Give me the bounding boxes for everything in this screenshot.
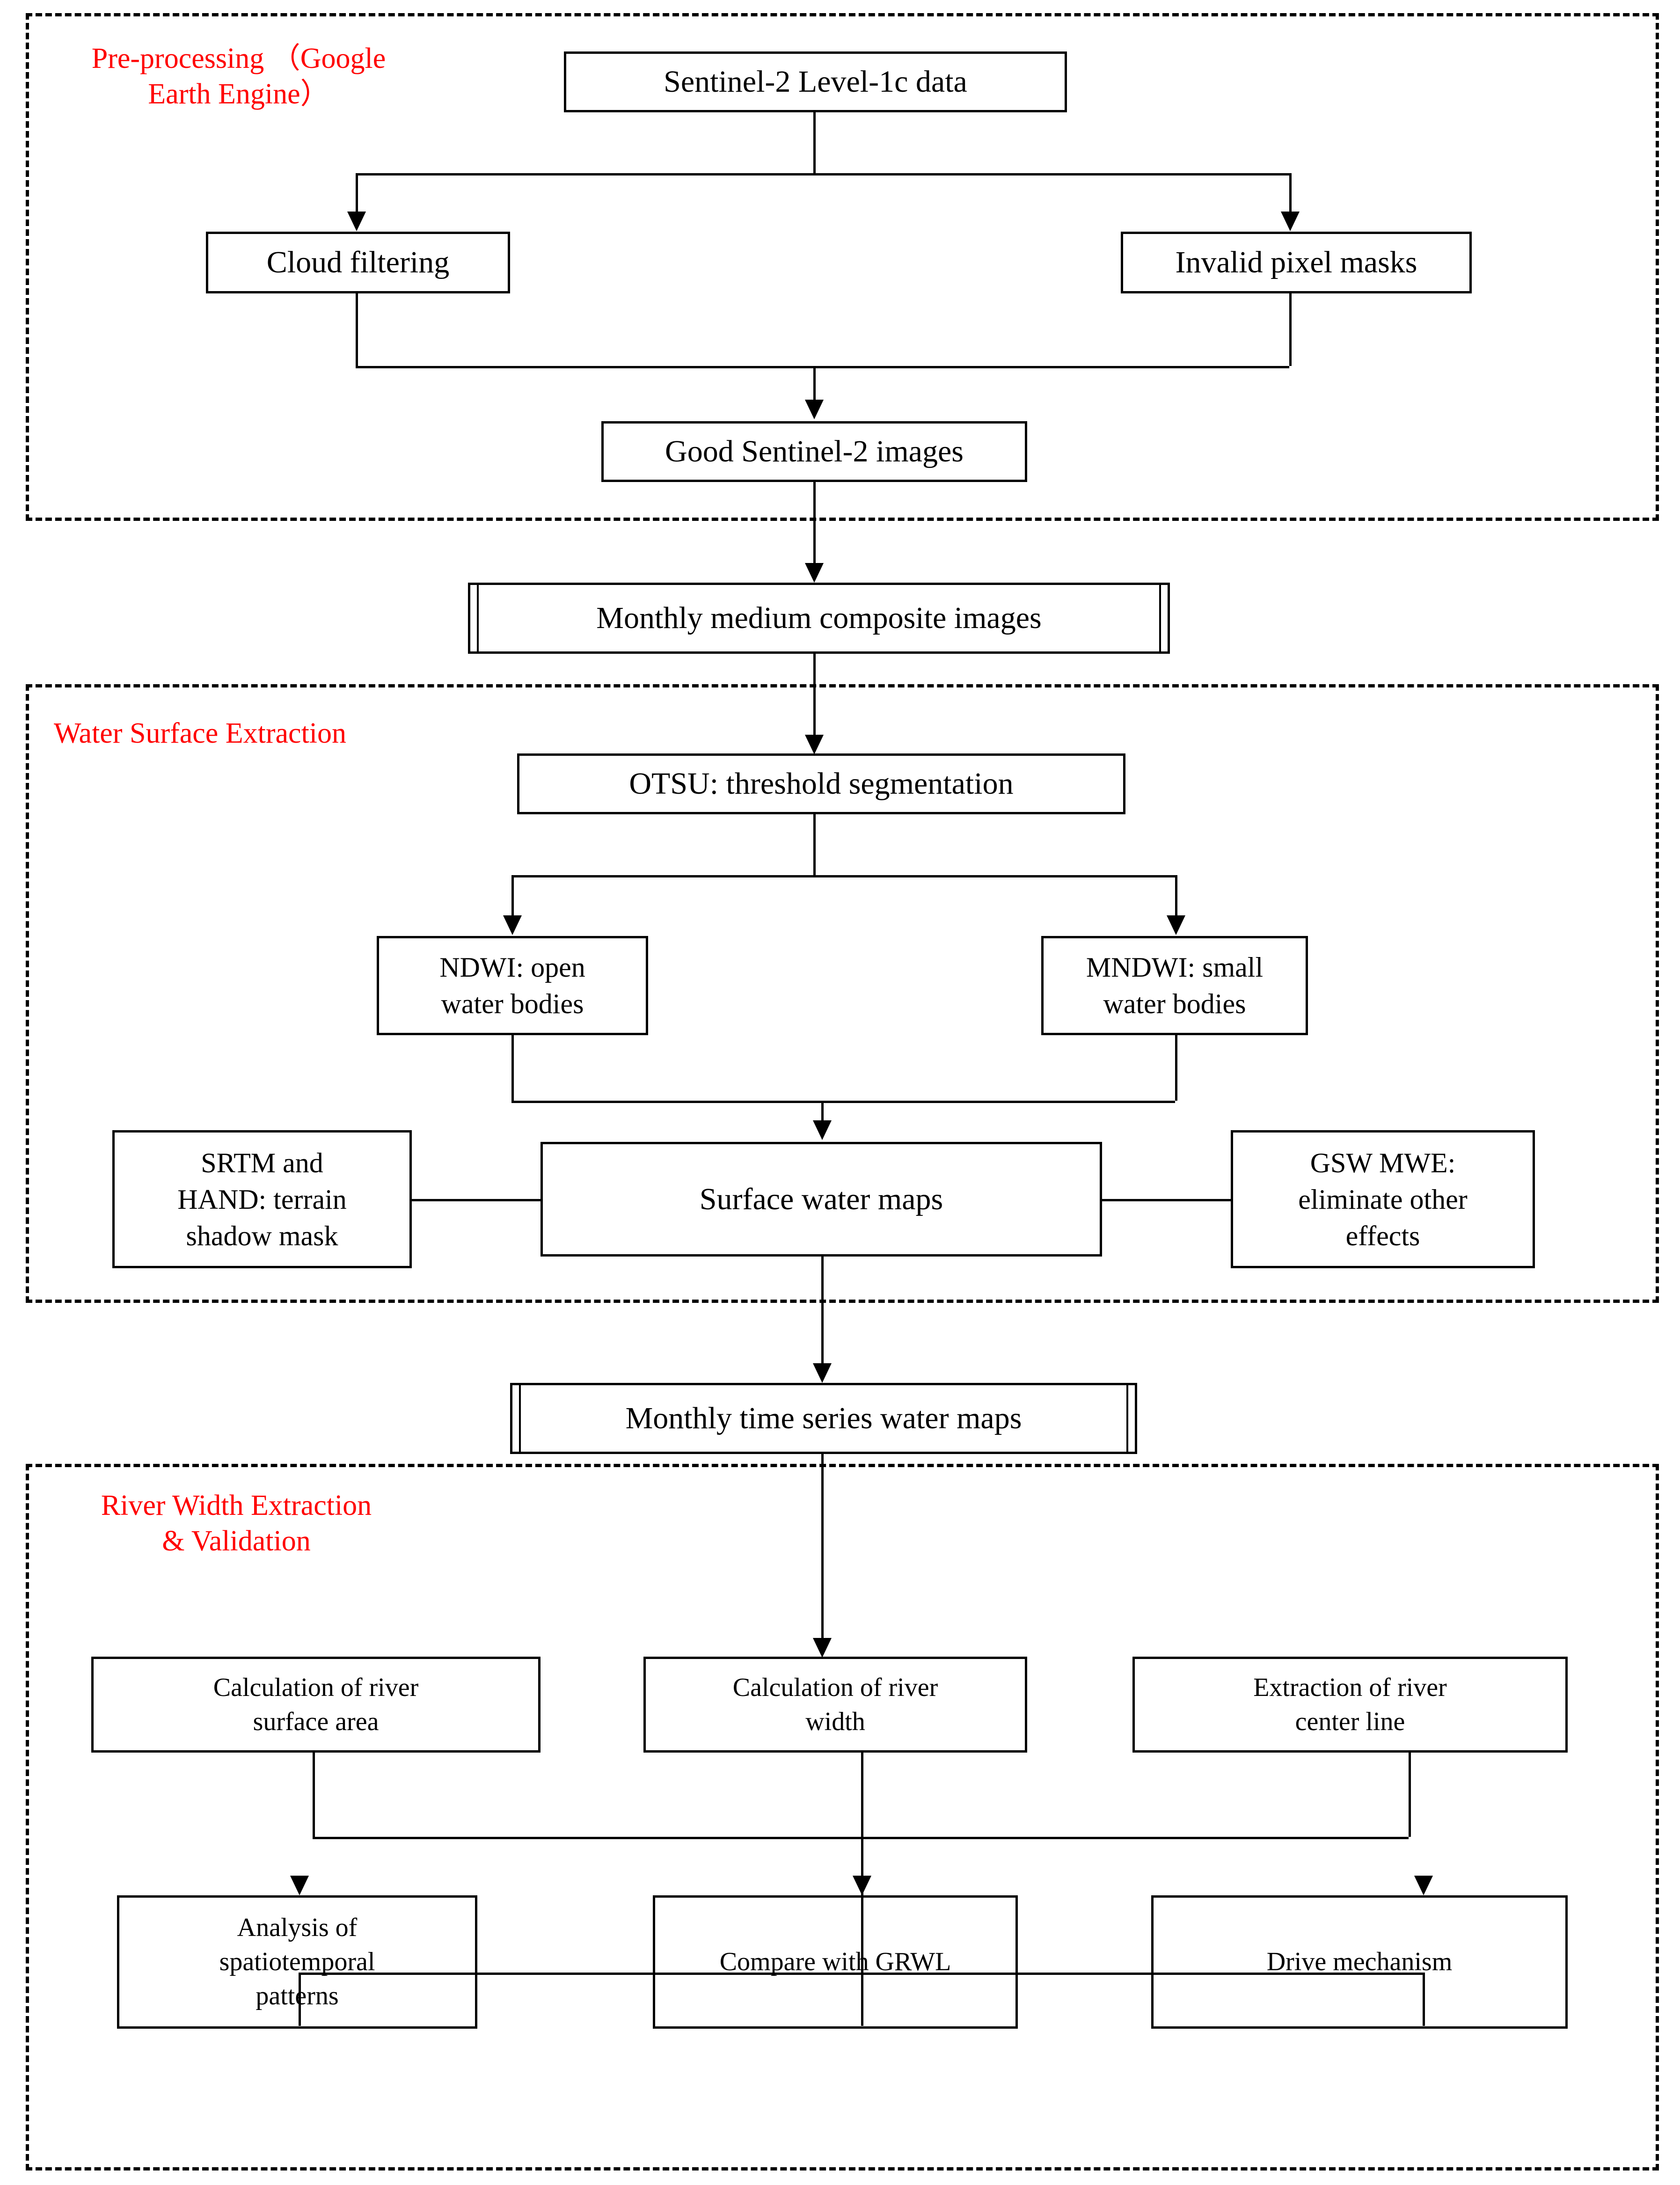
node-calc-surface-area[interactable]: Calculation of river surface area (91, 1657, 541, 1753)
arrow-to-compare-grwl (853, 1876, 871, 1895)
arrow-to-cloud-filtering (347, 212, 366, 231)
arrow-to-monthly-composite (805, 563, 824, 583)
connector-center-line-down (1409, 1753, 1411, 1837)
connector-bus-to-surface-water (821, 1101, 824, 1121)
connector-bus-to-analysis (299, 1973, 301, 2026)
node-extract-center-line[interactable]: Extraction of river center line (1132, 1657, 1568, 1753)
arrow-to-mndwi (1167, 915, 1185, 935)
connector-gsw-to-surface-water (1100, 1199, 1233, 1201)
node-drive-mechanism[interactable]: Drive mechanism (1151, 1895, 1568, 2029)
connector-bus-to-good-images (813, 366, 816, 401)
connector-distribute-bus (299, 1973, 1423, 1975)
node-calc-width[interactable]: Calculation of river width (643, 1657, 1027, 1753)
node-invalid-pixel-masks[interactable]: Invalid pixel masks (1121, 232, 1472, 293)
section-caption-water-surface-extraction: Water Surface Extraction (54, 717, 347, 749)
arrow-to-drive-mechanism (1414, 1876, 1433, 1895)
connector-merge-to-distribute (861, 1837, 863, 1973)
connector-surface-water-down (821, 1257, 824, 1364)
section-caption-river-width-extraction: River Width Extraction & Validation (101, 1490, 372, 1557)
arrow-to-monthly-time-series (813, 1363, 832, 1383)
node-ndwi[interactable]: NDWI: open water bodies (377, 936, 648, 1035)
node-good-images[interactable]: Good Sentinel-2 images (601, 421, 1027, 482)
node-srtm-hand[interactable]: SRTM and HAND: terrain shadow mask (112, 1130, 412, 1268)
section-frame-water-surface-extraction (26, 684, 1659, 1303)
arrow-to-otsu (805, 735, 824, 754)
node-compare-grwl[interactable]: Compare with GRWL (653, 1895, 1018, 2029)
section-caption-pre-processing: Pre-processing （Google Earth Engine） (91, 43, 386, 110)
connector-bus-to-cloud (356, 173, 358, 212)
node-monthly-time-series[interactable]: Monthly time series water maps (510, 1383, 1137, 1454)
connector-sentinel-down (813, 112, 816, 173)
node-monthly-composite[interactable]: Monthly medium composite images (468, 583, 1170, 654)
connector-surface-area-down (313, 1753, 315, 1837)
node-analysis-patterns[interactable]: Analysis of spatiotemporal patterns (117, 1895, 477, 2029)
section-frame-pre-processing (26, 13, 1659, 521)
section-frame-river-width-extraction (26, 1464, 1659, 2170)
connector-bus-to-drive (1423, 1973, 1425, 2026)
arrow-to-good-images (805, 400, 824, 419)
connector-composite-to-otsu (813, 654, 816, 736)
node-mndwi[interactable]: MNDWI: small water bodies (1041, 936, 1308, 1035)
connector-bus-to-invalid (1289, 173, 1292, 212)
connector-time-series-down (821, 1454, 824, 1639)
connector-otsu-split-bus (511, 875, 1175, 877)
connector-water-index-merge-bus (511, 1101, 1175, 1103)
connector-analysis-merge-bus (313, 1837, 1409, 1839)
connector-cloud-down (356, 293, 358, 366)
connector-srtm-to-surface-water (412, 1199, 543, 1201)
node-surface-water-maps[interactable]: Surface water maps (541, 1142, 1102, 1257)
connector-mndwi-down (1175, 1035, 1177, 1101)
arrow-to-invalid-pixel-masks (1281, 212, 1300, 231)
connector-otsu-down (813, 814, 816, 875)
connector-good-to-composite (813, 482, 816, 564)
node-sentinel-data[interactable]: Sentinel-2 Level-1c data (564, 51, 1067, 112)
connector-bus-to-mndwi (1175, 875, 1177, 916)
connector-invalid-down (1289, 293, 1292, 366)
node-otsu[interactable]: OTSU: threshold segmentation (517, 753, 1125, 814)
connector-split-bus-top (356, 173, 1289, 175)
node-gsw-mwe[interactable]: GSW MWE: eliminate other effects (1231, 1130, 1535, 1268)
connector-ndwi-down (511, 1035, 514, 1101)
arrow-to-ndwi (503, 915, 522, 935)
arrow-to-calc-width (813, 1638, 832, 1658)
arrow-to-surface-water-maps (813, 1120, 832, 1140)
arrow-to-analysis-patterns (290, 1876, 309, 1895)
connector-bus-to-ndwi (511, 875, 514, 916)
connector-width-down (861, 1753, 863, 1837)
node-cloud-filtering[interactable]: Cloud filtering (206, 232, 510, 293)
connector-merge-bus (356, 366, 1289, 368)
connector-bus-to-compare (861, 1973, 863, 2026)
